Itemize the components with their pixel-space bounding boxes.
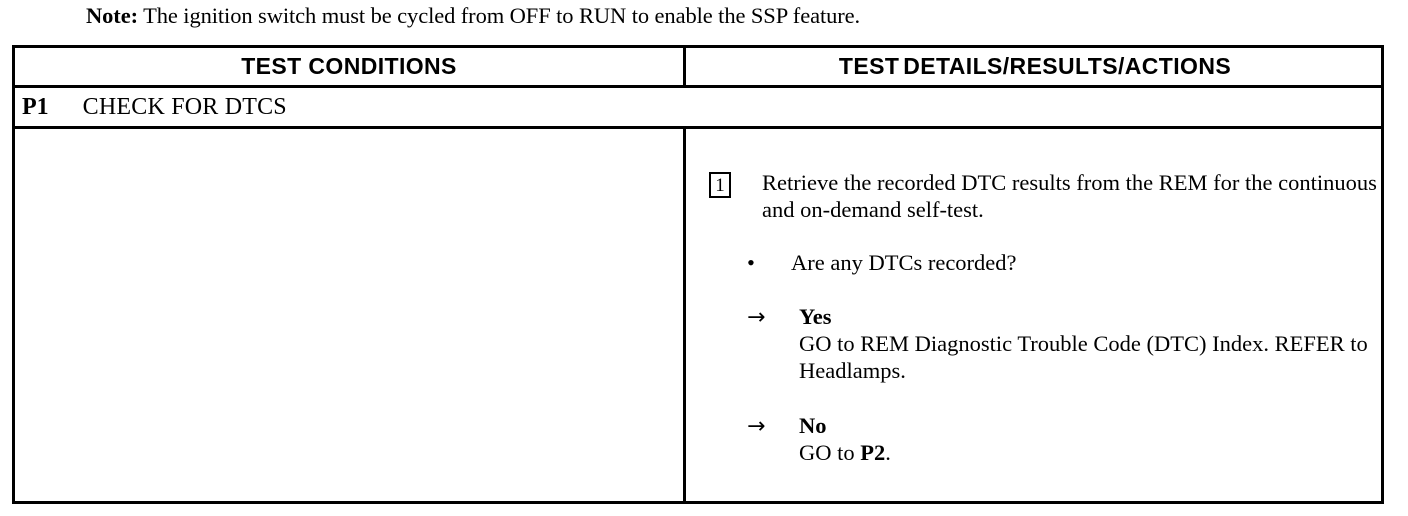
substep-number-box: 1 (709, 172, 731, 198)
branch-action-no-strong: P2 (860, 440, 886, 465)
header-label-test-conditions: TEST CONDITIONS (241, 53, 457, 79)
branch-action-yes: GO to REM Diagnostic Trouble Code (DTC) … (799, 330, 1381, 384)
branch-action-yes-prefix: GO to REM Diagnostic Trouble Code (DTC) … (799, 331, 1368, 383)
note-label: Note: (86, 3, 138, 28)
table-body-row: 1 Retrieve the recorded DTC results from… (15, 129, 1381, 501)
table-step-row: P1 CHECK FOR DTCS (15, 88, 1381, 129)
question-item: • Are any DTCs recorded? (747, 249, 1381, 276)
header-label-test-details-part-b: DETAILS/RESULTS/ACTIONS (903, 53, 1232, 79)
note-text: The ignition switch must be cycled from … (137, 3, 861, 28)
step-title: CHECK FOR DTCS (82, 93, 287, 120)
bullet-icon: • (747, 250, 755, 275)
body-cell-test-conditions (15, 129, 686, 501)
branch-action-no-prefix: GO to (799, 440, 861, 465)
note-line: Note: The ignition switch must be cycled… (86, 2, 1346, 32)
question-list: • Are any DTCs recorded? (747, 249, 1381, 276)
question-text: Are any DTCs recorded? (791, 250, 1017, 275)
header-label-test-details-part-a: TEST (838, 53, 900, 79)
arrow-right-icon: → (747, 305, 766, 330)
branch-answer-no: No (799, 413, 827, 438)
branch-no: → No GO to P2. (747, 412, 1381, 466)
branch-yes: → Yes GO to REM Diagnostic Trouble Code … (747, 303, 1381, 384)
body-cell-test-details: 1 Retrieve the recorded DTC results from… (689, 129, 1381, 501)
branch-answer-yes: Yes (799, 304, 832, 329)
branch-action-no-suffix: . (885, 440, 891, 465)
header-cell-test-conditions: TEST CONDITIONS (15, 48, 686, 85)
substep-text: Retrieve the recorded DTC results from t… (762, 170, 1377, 222)
branch-list: → Yes GO to REM Diagnostic Trouble Code … (747, 303, 1381, 466)
step-identifier: P1 (22, 93, 49, 120)
substep-1: 1 Retrieve the recorded DTC results from… (689, 129, 1381, 223)
arrow-right-icon: → (747, 414, 766, 439)
detail-block: 1 Retrieve the recorded DTC results from… (689, 129, 1381, 466)
branch-action-no: GO to P2. (799, 439, 1381, 466)
